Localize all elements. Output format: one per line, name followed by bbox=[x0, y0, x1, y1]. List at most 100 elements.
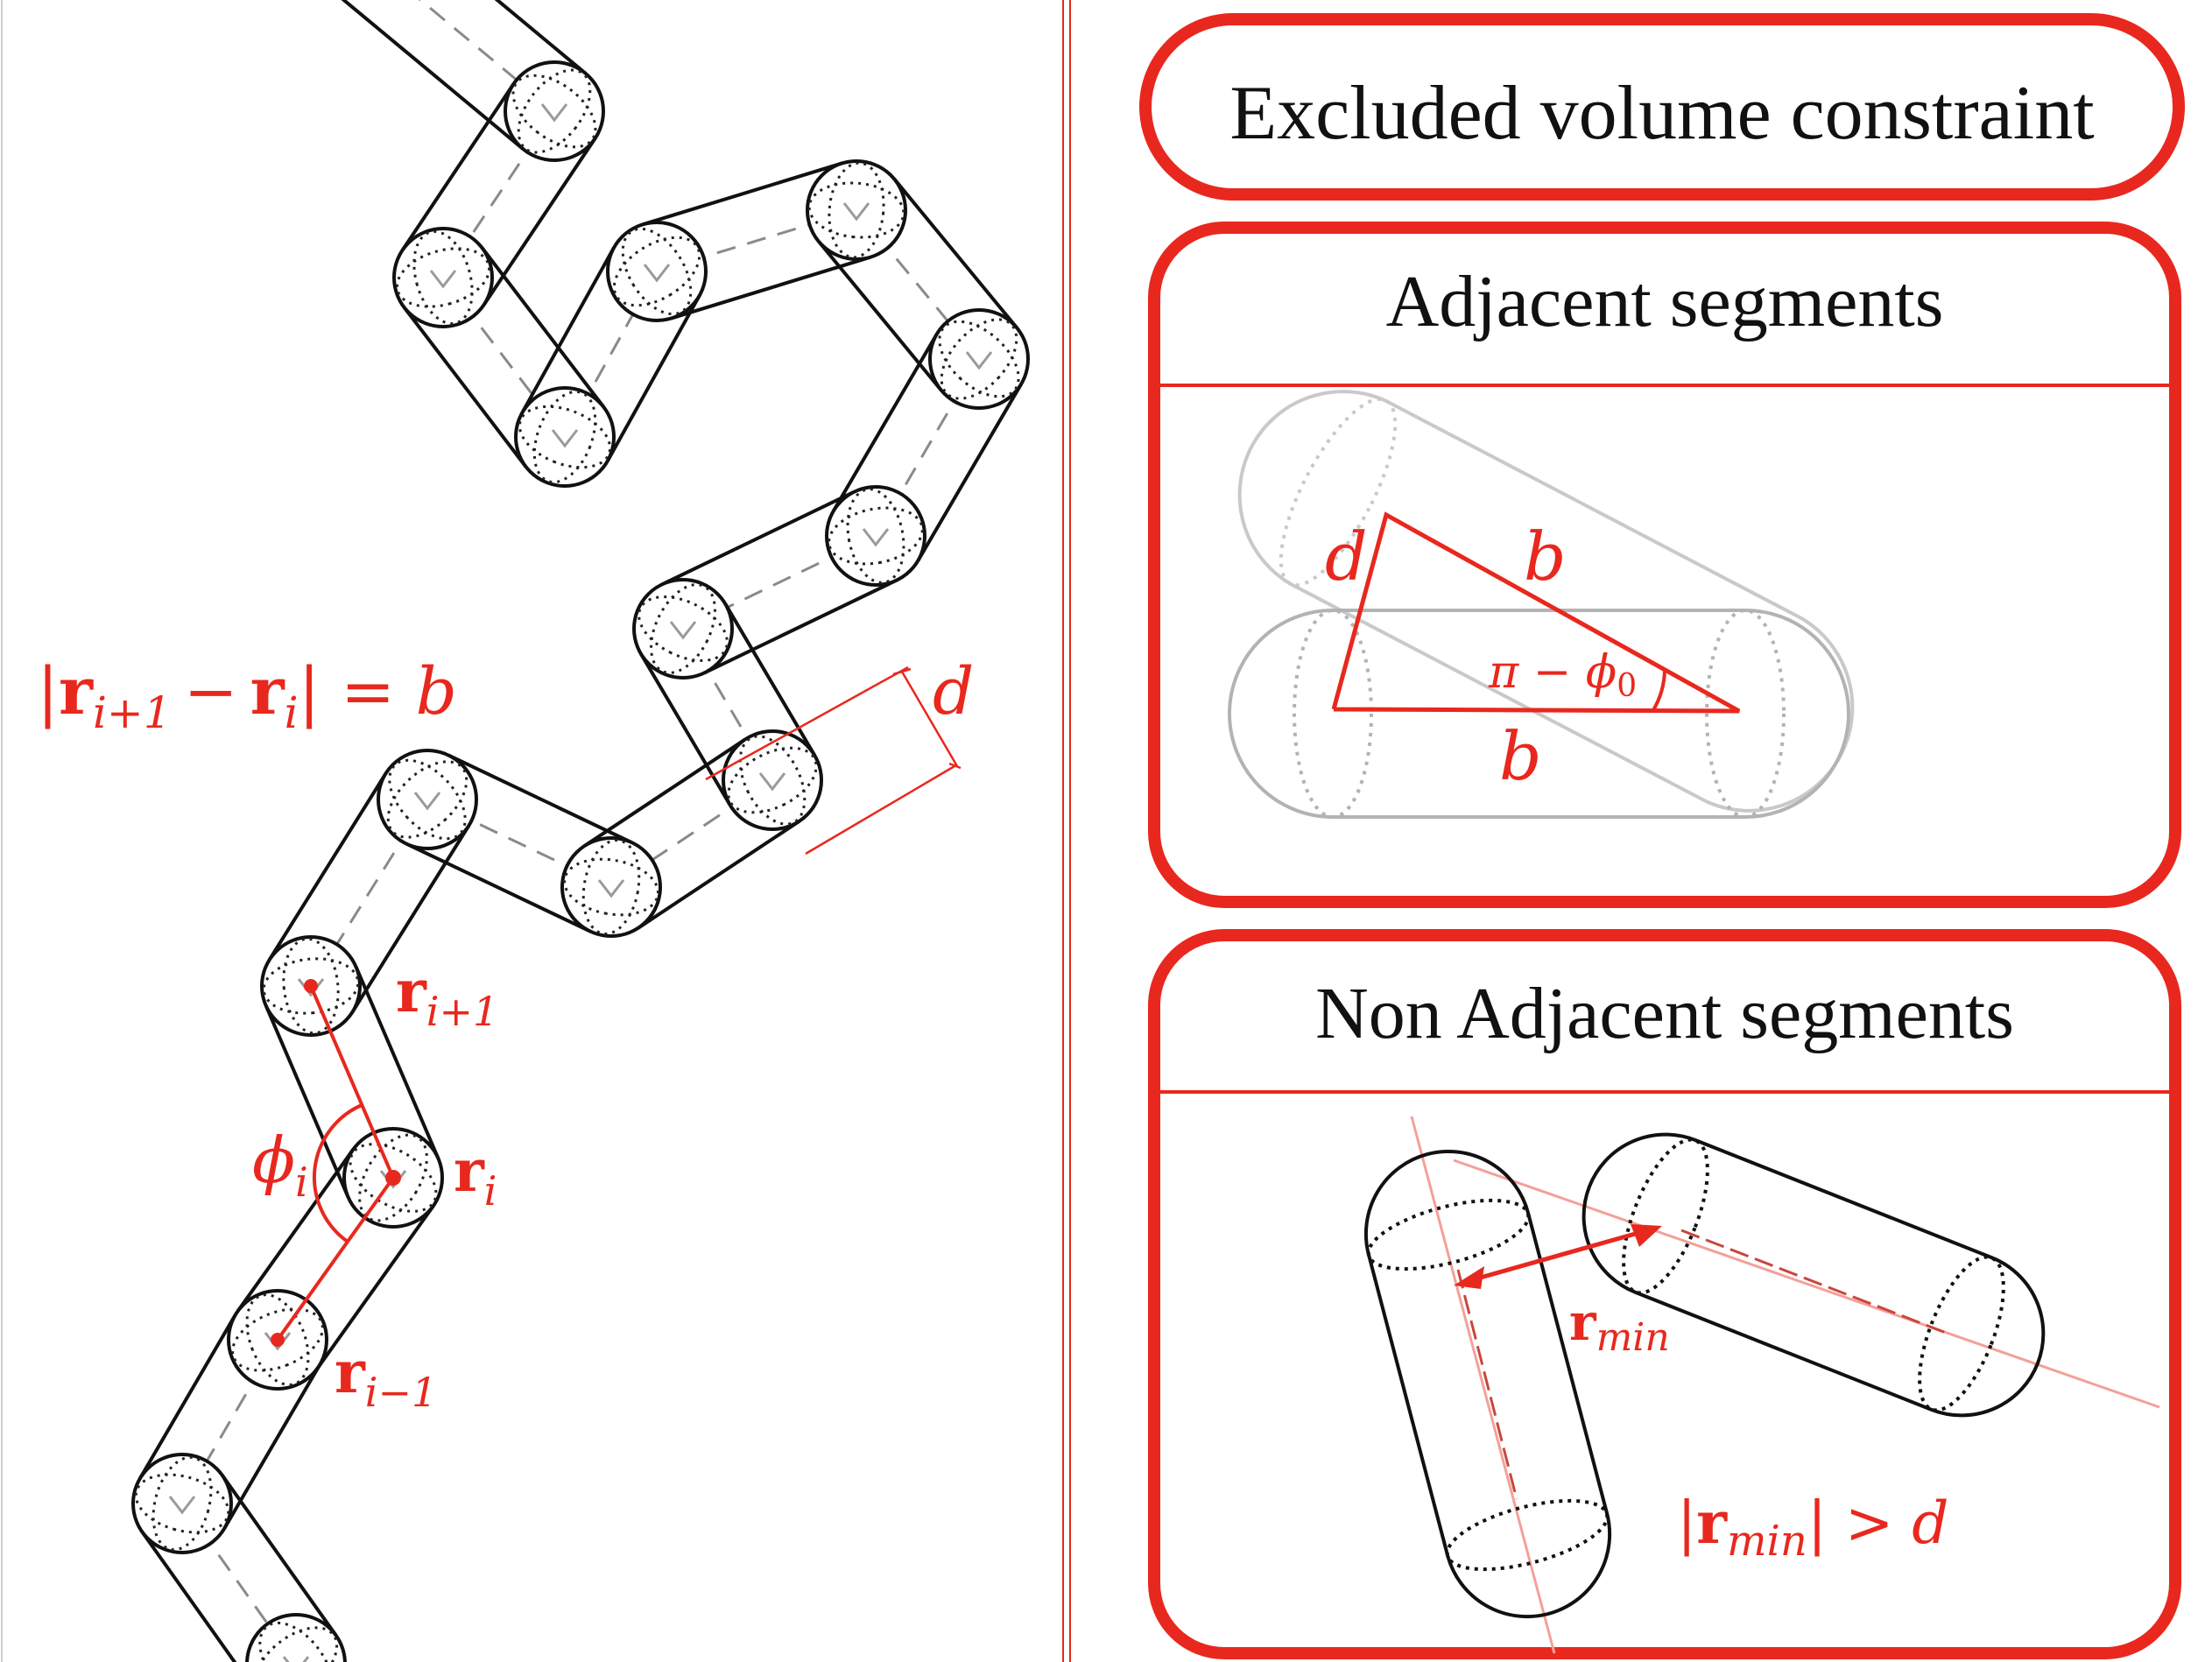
bead-outline bbox=[806, 159, 907, 261]
bead-outline bbox=[560, 836, 662, 938]
bead-cross-section bbox=[358, 1133, 428, 1222]
bond-vector-prev bbox=[276, 1176, 395, 1342]
segment-side bbox=[494, 0, 588, 75]
bead-outline bbox=[606, 221, 708, 322]
bead-hinge-mark bbox=[965, 351, 993, 370]
bead-cross-section bbox=[412, 229, 474, 326]
segment-side bbox=[660, 489, 856, 587]
bead-hinge-mark bbox=[540, 103, 568, 123]
bond-vector-next bbox=[309, 985, 395, 1179]
bead-cross-section bbox=[262, 957, 360, 1015]
segment-side bbox=[482, 137, 597, 306]
bead-hinge-mark bbox=[413, 792, 441, 811]
bead-cross-section bbox=[151, 1455, 213, 1552]
bead-cross-section bbox=[612, 236, 701, 307]
adjacent-label-b-bottom: b bbox=[1499, 717, 1542, 795]
bond-length-equation: |ri+1−ri| = b bbox=[37, 654, 457, 738]
bead-hinge-mark bbox=[597, 879, 625, 898]
rmin-label: rmin bbox=[1569, 1292, 1670, 1360]
bead-cross-section bbox=[846, 488, 905, 584]
bead-outline bbox=[632, 578, 734, 680]
segment-side bbox=[637, 820, 801, 930]
adjacent-capsule-upper bbox=[1237, 390, 1855, 813]
position-label-curr: ri bbox=[454, 1137, 497, 1215]
bead-cross-section bbox=[517, 68, 592, 154]
capsule-axis-lines bbox=[1410, 1116, 2160, 1654]
adjacent-label-b-top: b bbox=[1524, 518, 1567, 595]
segment-side bbox=[639, 652, 732, 806]
bead-cross-section bbox=[828, 161, 885, 259]
segment-side bbox=[447, 753, 633, 845]
bead-hinge-mark bbox=[297, 978, 325, 997]
bead-cross-section bbox=[511, 74, 597, 149]
segment-side bbox=[264, 1004, 350, 1198]
bead-hinge-mark bbox=[758, 772, 786, 792]
segment-side bbox=[606, 294, 701, 462]
panel-divider bbox=[1062, 0, 1071, 1662]
bead-cross-section bbox=[650, 583, 716, 674]
bead-cross-section bbox=[828, 506, 924, 566]
title-box: Excluded volume constraint bbox=[1139, 13, 2185, 201]
position-dot-next bbox=[304, 979, 318, 993]
segment-side bbox=[137, 1313, 237, 1480]
segment-side bbox=[723, 602, 816, 757]
bead-cross-section bbox=[258, 1621, 334, 1662]
bead-cross-section bbox=[532, 390, 597, 484]
bead-cross-section bbox=[388, 758, 467, 841]
non-adjacent-header: Non Adjacent segments bbox=[1315, 973, 2014, 1054]
segment-side bbox=[892, 178, 1018, 329]
bond-dashed-axis bbox=[418, 0, 555, 113]
adjacent-angle-label: π − ϕ0 bbox=[1488, 646, 1637, 704]
bead-cross-section bbox=[231, 1307, 324, 1372]
rmin-condition: |rmin| > d bbox=[1677, 1489, 1949, 1566]
bead-hinge-mark bbox=[669, 621, 697, 640]
bead-outline bbox=[825, 485, 926, 587]
bead-cross-section bbox=[638, 595, 729, 662]
bead-outline bbox=[722, 729, 823, 831]
bead-hinge-mark bbox=[862, 528, 890, 547]
segment-side bbox=[480, 246, 606, 409]
bead-cross-section bbox=[581, 839, 641, 935]
bead-outline bbox=[245, 1613, 347, 1662]
segment-side bbox=[350, 824, 471, 1013]
segment-side bbox=[582, 737, 747, 848]
bead-cross-section bbox=[807, 181, 905, 239]
segment-side bbox=[140, 1531, 237, 1662]
bead-hinge-mark bbox=[643, 264, 671, 283]
bead-cross-section bbox=[727, 746, 818, 814]
diameter-dimension bbox=[705, 666, 962, 856]
segment-side bbox=[916, 383, 1024, 562]
bead-hinge-mark bbox=[551, 429, 579, 448]
bond-annotation bbox=[271, 979, 401, 1347]
segment-side bbox=[817, 240, 943, 391]
position-dot-curr bbox=[385, 1170, 401, 1186]
figure-title: Excluded volume constraint bbox=[1229, 71, 2094, 156]
segment-side bbox=[221, 1474, 338, 1637]
bead-cross-section bbox=[938, 320, 1020, 398]
adjacent-angle-arc bbox=[1652, 670, 1666, 712]
segment-side bbox=[670, 255, 872, 320]
segment-side bbox=[354, 966, 440, 1159]
segment-side bbox=[520, 246, 616, 414]
segment-side bbox=[831, 333, 939, 512]
bead-cross-section bbox=[245, 1293, 310, 1386]
bead-cross-section bbox=[518, 405, 612, 469]
bead-cross-section bbox=[621, 227, 693, 316]
segment-side bbox=[641, 161, 843, 227]
segment-side bbox=[402, 306, 528, 468]
bead-hinge-mark bbox=[842, 202, 870, 222]
bead-outline bbox=[131, 1453, 233, 1554]
adjacent-segments-box: Adjacent segments d b b π − ϕ0 bbox=[1148, 222, 2181, 908]
bead-hinge-mark bbox=[168, 1496, 196, 1515]
segment-side bbox=[703, 578, 898, 675]
bead-outline bbox=[392, 227, 494, 328]
rmin-arrow bbox=[1454, 1224, 1662, 1289]
polymer-chain bbox=[131, 0, 1030, 1662]
bead-cross-section bbox=[386, 760, 468, 839]
bead-cross-section bbox=[134, 1473, 230, 1534]
bead-cross-section bbox=[940, 318, 1018, 400]
position-dot-prev bbox=[271, 1333, 285, 1347]
bead-cross-section bbox=[349, 1143, 438, 1213]
segment-side bbox=[341, 0, 525, 151]
